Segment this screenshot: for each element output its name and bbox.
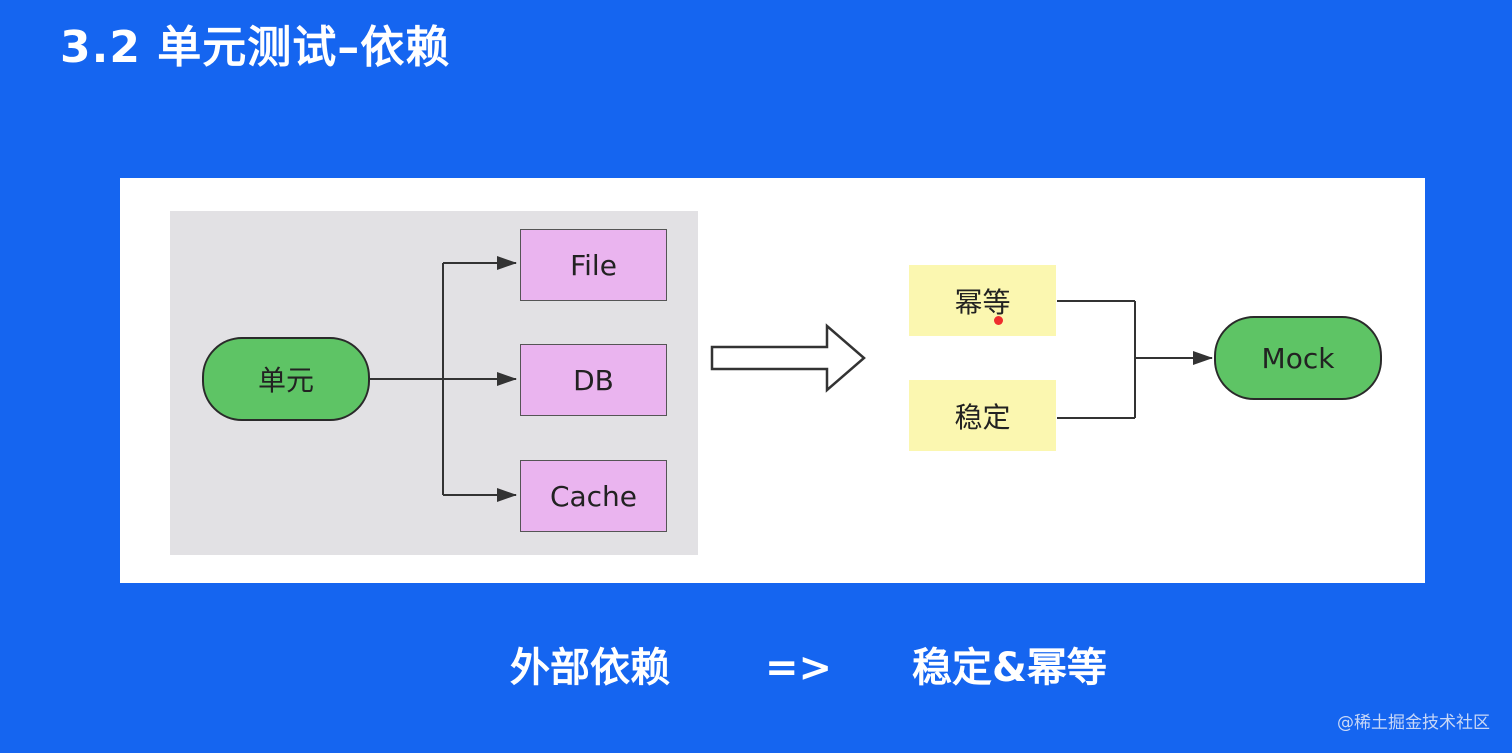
- merge-connector: [1057, 300, 1213, 419]
- watermark: @稀土掘金技术社区: [1337, 713, 1490, 733]
- connector-lines: [370, 256, 1213, 502]
- footer-external-dependency: 外部依赖: [510, 645, 670, 691]
- idempotent-box: 幂等: [909, 265, 1056, 336]
- stable-box: 稳定: [909, 380, 1056, 451]
- diagram-panel: 单元 File DB Cache 幂等 稳定 Mock: [120, 178, 1425, 583]
- mock-node: Mock: [1214, 316, 1382, 400]
- fan-out-connector: [370, 256, 517, 502]
- unit-node: 单元: [202, 337, 370, 421]
- laser-pointer-dot: [994, 316, 1003, 325]
- file-dependency-box: File: [520, 229, 667, 301]
- db-dependency-box: DB: [520, 344, 667, 416]
- cache-dependency-box: Cache: [520, 460, 667, 532]
- footer-arrow: =>: [765, 645, 833, 691]
- slide-title: 3.2 单元测试–依赖: [60, 22, 451, 73]
- footer-stable-idempotent: 稳定&幂等: [912, 645, 1107, 691]
- transform-arrow: [710, 323, 866, 393]
